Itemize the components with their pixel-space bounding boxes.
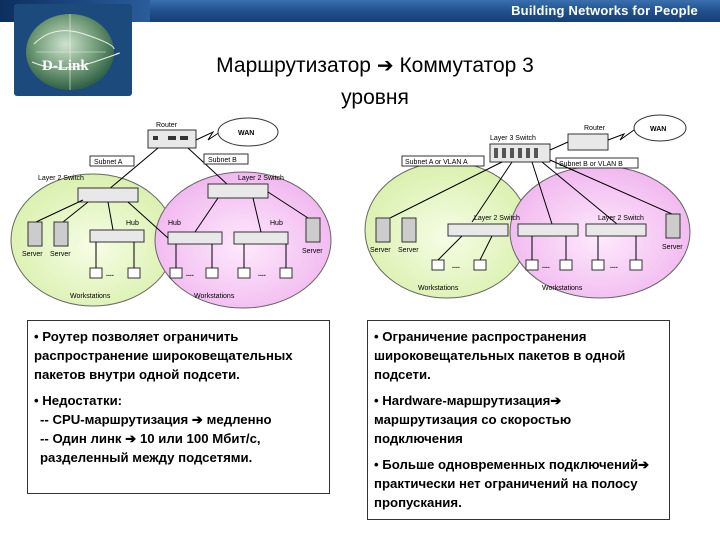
l3switch-note-point3-b: практически нет ограничений на полосу пр…	[374, 476, 638, 510]
svg-text:Server: Server	[370, 247, 391, 254]
layer2-switch-a	[77, 187, 139, 203]
arrow-icon: ➔	[125, 431, 137, 446]
drawback-link-result: 10 или 100 Мбит/с, разделенный между под…	[40, 431, 261, 465]
svg-text:Subnet B: Subnet B	[208, 157, 237, 164]
dlink-logo: D-Link	[14, 4, 132, 96]
arrow-icon: ➔	[550, 393, 562, 408]
server-3	[665, 213, 681, 239]
svg-text:Server: Server	[398, 247, 419, 254]
arrow-icon: ➔	[638, 457, 650, 472]
l3switch-note-point1: • Ограничение распространения широковеща…	[374, 329, 626, 382]
svg-text:....: ....	[610, 263, 618, 270]
svg-text:Hub: Hub	[126, 220, 139, 227]
svg-text:D-Link: D-Link	[42, 58, 89, 74]
router-network-diagram: Router WAN Subnet A Subnet B Layer 2 Swi…	[10, 117, 332, 309]
l3switch-note-point2-a: • Hardware-маршрутизация	[374, 393, 551, 408]
title-part1: Маршрутизатор	[216, 54, 371, 77]
svg-text:Router: Router	[584, 125, 606, 132]
server-2	[53, 221, 69, 247]
l3switch-note-point2-b: маршрутизация со скоростью подключения	[374, 412, 572, 446]
svg-text:Layer 2 Switch: Layer 2 Switch	[38, 175, 84, 182]
hub-2	[167, 231, 223, 245]
svg-text:Server: Server	[302, 248, 323, 255]
svg-text:WAN: WAN	[238, 130, 254, 137]
svg-text:Router: Router	[156, 122, 178, 129]
svg-text:Server: Server	[50, 251, 71, 258]
svg-text:Workstations: Workstations	[418, 285, 459, 292]
title-part2: Коммутатор 3	[399, 54, 534, 77]
svg-text:Subnet A or VLAN A: Subnet A or VLAN A	[405, 159, 468, 166]
svg-text:Workstations: Workstations	[542, 285, 583, 292]
drawback-cpu-result: медленно	[206, 412, 272, 427]
arrow-icon: ➔	[191, 412, 203, 427]
server-3	[305, 217, 321, 243]
router-note-box: • Роутер позволяет ограничить распростра…	[27, 320, 330, 494]
router-note-drawbacks-head: • Недостатки:	[34, 393, 123, 408]
slide-title: Маршрутизатор ➔ Коммутатор 3 уровня	[160, 50, 590, 114]
svg-text:Hub: Hub	[168, 220, 181, 227]
layer2-switch-a	[447, 223, 509, 237]
wan-link	[195, 129, 224, 141]
layer2-switch-b-2	[585, 223, 647, 237]
drawback-cpu: -- CPU-маршрутизация	[40, 412, 189, 427]
svg-text:Layer 2 Switch: Layer 2 Switch	[238, 175, 284, 182]
router-note-point1: • Роутер позволяет ограничить распростра…	[34, 329, 293, 382]
svg-text:....: ....	[258, 271, 266, 278]
svg-text:....: ....	[542, 263, 550, 270]
l3switch-network-diagram: Layer 3 Switch Router WAN Subnet A or VL…	[364, 114, 691, 299]
svg-text:Layer 3 Switch: Layer 3 Switch	[490, 135, 536, 142]
svg-text:Server: Server	[22, 251, 43, 258]
hub-1	[89, 229, 145, 243]
server-1	[375, 217, 391, 243]
title-line2: уровня	[341, 86, 409, 109]
l3switch-note-box: • Ограничение распространения широковеща…	[367, 320, 670, 520]
svg-text:Subnet A: Subnet A	[94, 159, 123, 166]
svg-text:Layer 2 Switch: Layer 2 Switch	[598, 215, 644, 222]
svg-text:....: ....	[452, 263, 460, 270]
svg-text:Server: Server	[662, 244, 683, 251]
brand-tagline: Building Networks for People	[511, 3, 698, 18]
drawback-link: -- Один линк	[40, 431, 122, 446]
svg-text:....: ....	[186, 271, 194, 278]
svg-text:Hub: Hub	[270, 220, 283, 227]
svg-text:Workstations: Workstations	[194, 293, 235, 300]
svg-text:Layer 2 Switch: Layer 2 Switch	[474, 215, 520, 222]
svg-text:WAN: WAN	[650, 126, 666, 133]
layer2-switch-b-1	[517, 223, 579, 237]
hub-3	[233, 231, 289, 245]
svg-text:Workstations: Workstations	[70, 293, 111, 300]
svg-text:....: ....	[106, 271, 114, 278]
wan-cloud	[217, 117, 279, 147]
wan-cloud	[633, 114, 687, 142]
arrow-icon: ➔	[376, 55, 394, 77]
server-2	[401, 217, 417, 243]
server-1	[27, 221, 43, 247]
router-device	[567, 133, 609, 151]
l3switch-note-point3-a: • Больше одновременных подключений	[374, 457, 639, 472]
layer2-switch-b	[207, 183, 269, 199]
svg-text:Subnet B or VLAN B: Subnet B or VLAN B	[559, 161, 623, 168]
